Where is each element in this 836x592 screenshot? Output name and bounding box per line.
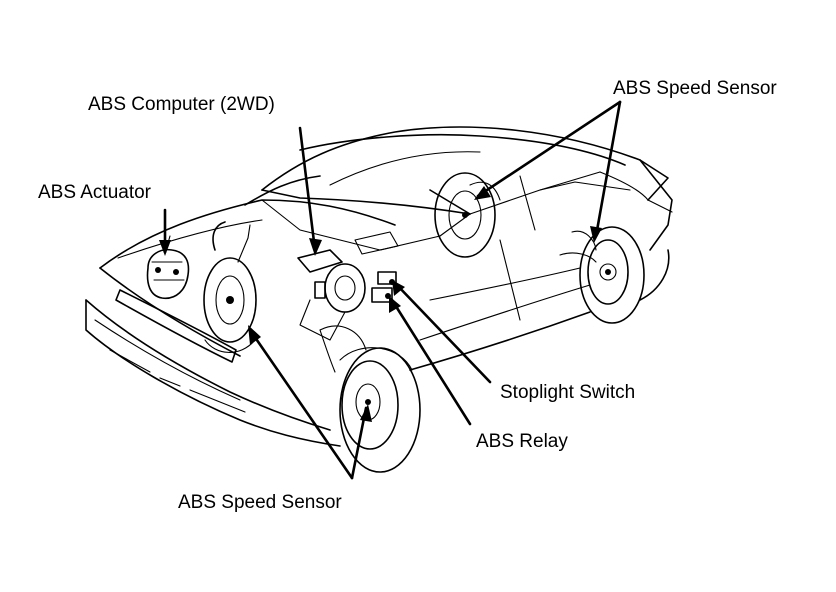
label-abs-speed-sensor-front: ABS Speed Sensor bbox=[178, 492, 342, 513]
rear-right-wheel bbox=[559, 226, 645, 324]
label-abs-relay: ABS Relay bbox=[476, 431, 568, 452]
brake-booster bbox=[299, 263, 366, 373]
label-abs-computer: ABS Computer (2WD) bbox=[88, 94, 275, 115]
front-right-wheel bbox=[319, 325, 421, 473]
leader-lines bbox=[159, 100, 622, 480]
label-abs-actuator: ABS Actuator bbox=[38, 182, 152, 203]
car-illustration bbox=[85, 126, 673, 447]
label-stoplight-switch: Stoplight Switch bbox=[500, 382, 635, 403]
rear-left-wheel bbox=[434, 172, 501, 258]
label-abs-speed-sensor-rear: ABS Speed Sensor bbox=[613, 78, 777, 99]
abs-computer-component bbox=[297, 231, 399, 273]
front-left-brake-assembly bbox=[203, 221, 257, 353]
abs-actuator-component bbox=[146, 235, 190, 300]
